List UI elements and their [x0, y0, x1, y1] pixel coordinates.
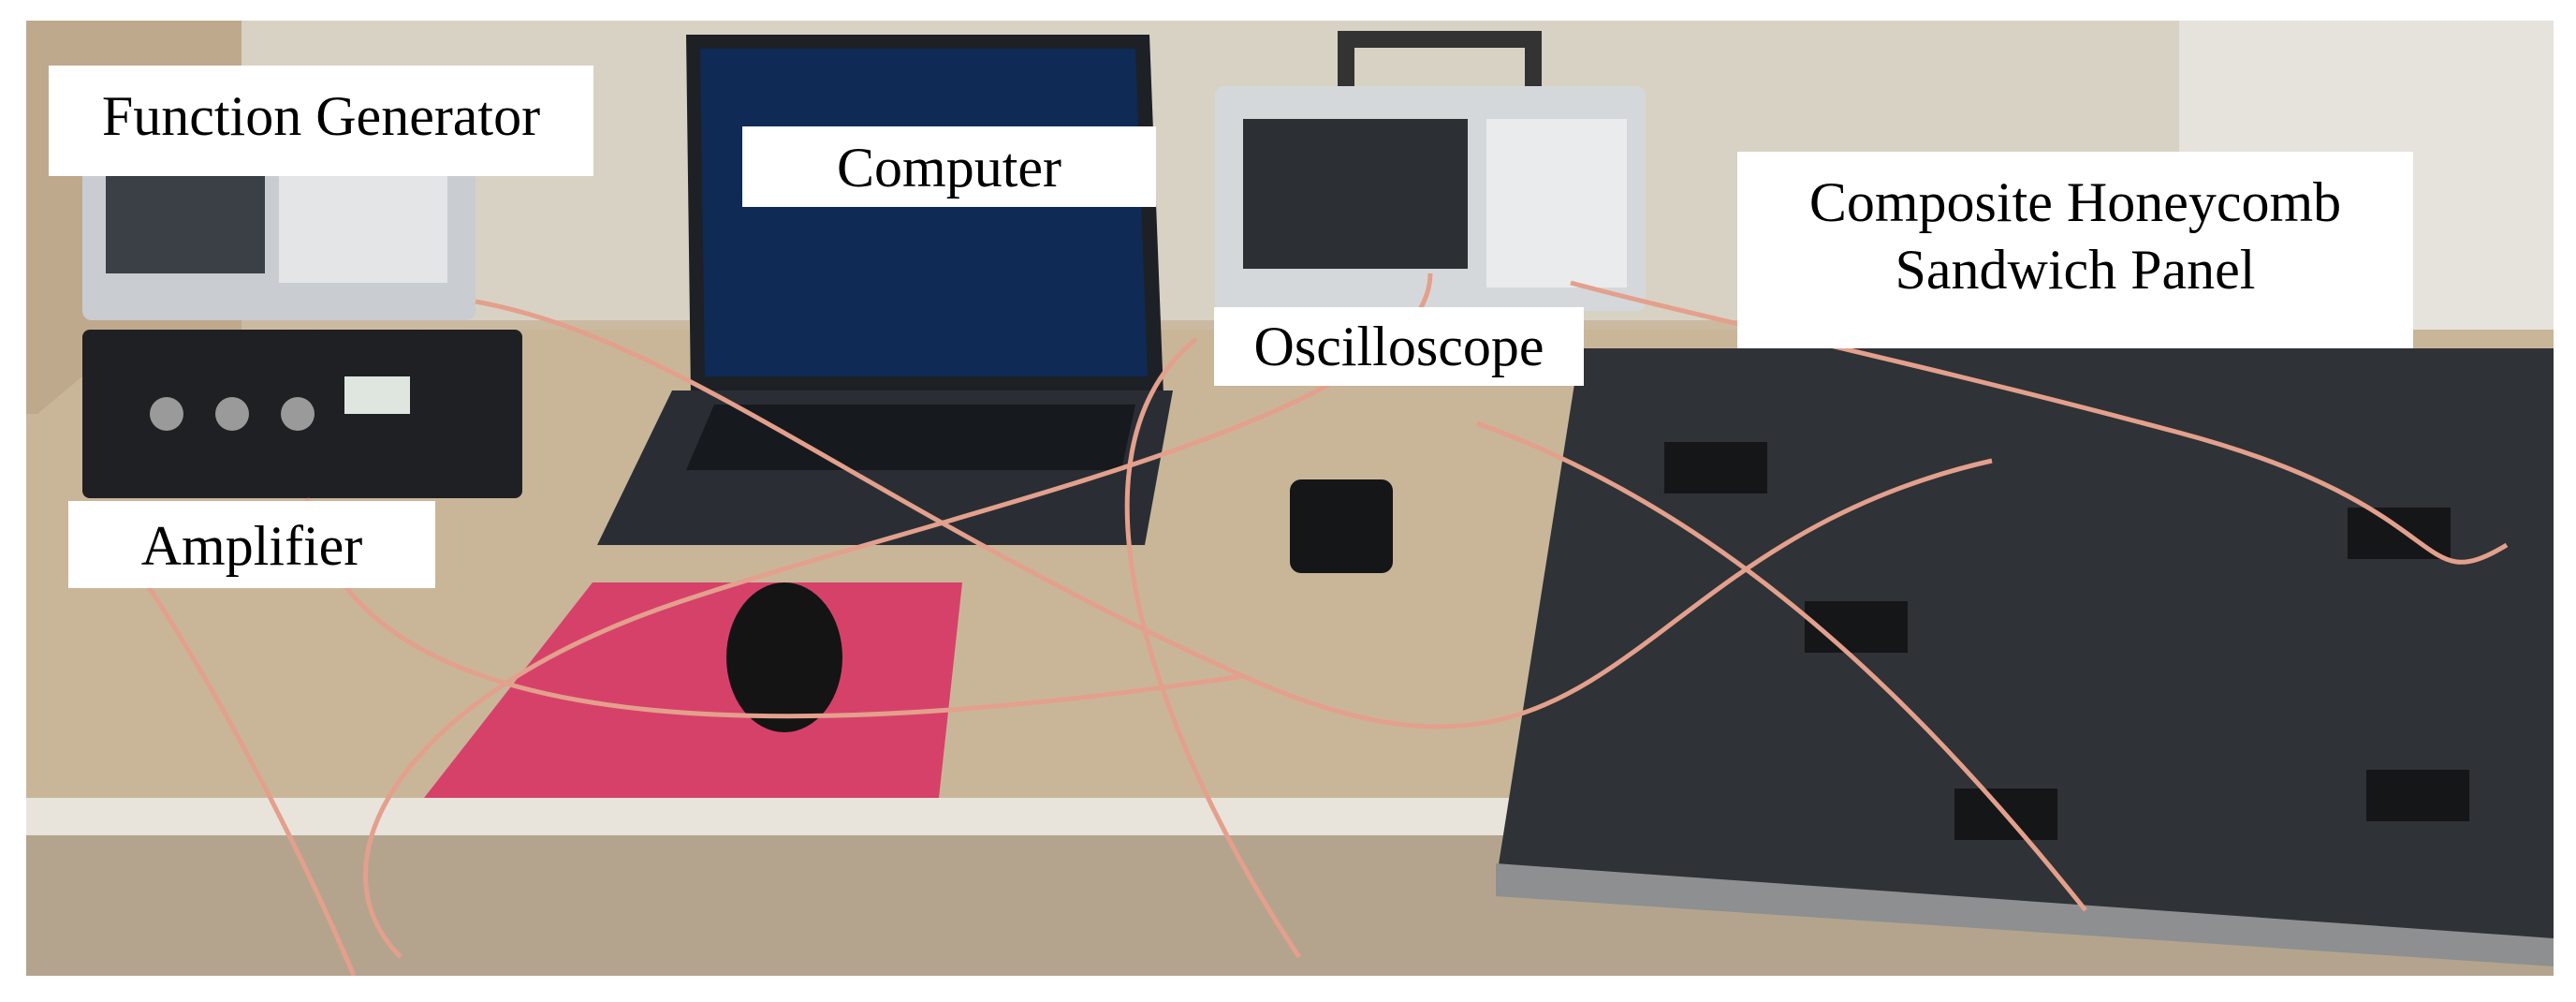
honeycomb-panel-edge — [1496, 863, 2554, 966]
amplifier-knob — [150, 397, 183, 431]
label-panel-line1: Composite Honeycomb — [1808, 171, 2342, 233]
sensor-tape — [1664, 442, 1767, 494]
oscilloscope-screen — [1243, 119, 1468, 269]
label-panel-line2: Sandwich Panel — [1895, 239, 2256, 301]
label-amplifier: Amplifier — [68, 501, 435, 588]
coaxial-cables — [117, 273, 2509, 976]
function-generator-screen — [106, 170, 265, 273]
cable — [1476, 420, 2087, 912]
cable — [1570, 280, 2509, 565]
cable — [475, 299, 1993, 729]
laptop-keyboard — [686, 405, 1135, 470]
label-function-generator: Function Generator — [49, 66, 593, 176]
oscilloscope-controls — [1486, 119, 1627, 287]
honeycomb-panel — [1496, 348, 2554, 957]
oscilloscope-handle — [1338, 31, 1542, 86]
lab-setup-photo: Function Generator Computer Oscilloscope… — [26, 21, 2554, 976]
label-computer: Computer — [742, 126, 1156, 207]
cable — [117, 543, 357, 976]
label-oscilloscope: Oscilloscope — [1214, 307, 1584, 386]
function-generator-keys — [279, 170, 447, 283]
cable — [1124, 337, 1302, 959]
amplifier-knob — [215, 397, 249, 431]
photo-illustration — [26, 21, 2554, 976]
cable — [304, 497, 1244, 719]
amplifier-display — [344, 376, 410, 414]
sensor-tape — [2366, 770, 2469, 821]
laptop-screen — [700, 49, 1148, 376]
mouse — [726, 582, 842, 732]
amplifier-knob — [281, 397, 315, 431]
label-composite-honeycomb-sandwich-panel: Composite Honeycomb Sandwich Panel — [1737, 152, 2413, 348]
external-drive — [1290, 479, 1393, 573]
